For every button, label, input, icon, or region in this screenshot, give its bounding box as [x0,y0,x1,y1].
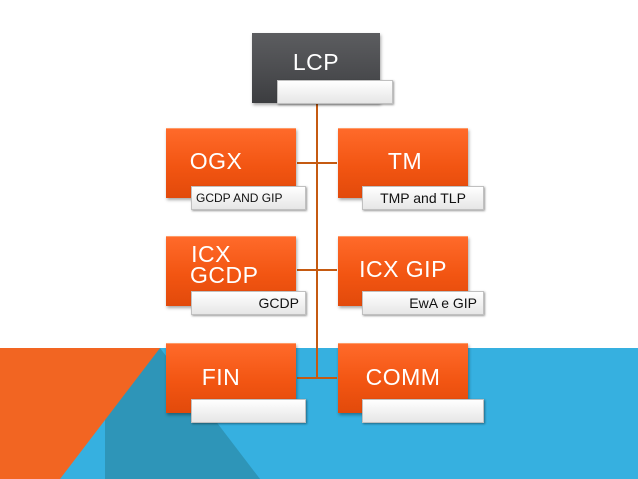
node-icx-gip-title: ICX GIP [359,256,447,282]
node-lcp-title: LCP [292,49,340,75]
node-fin-title: FIN [201,364,241,390]
node-tm-title: TM [387,148,423,174]
node-fin-subtitle-box [191,399,306,423]
node-comm-subtitle-box [362,399,484,423]
node-lcp-subtitle-box [277,80,393,104]
node-icx-gip-subtitle: EwA e GIP [362,291,484,315]
node-icx-gcdp-subtitle: GCDP [191,291,306,315]
node-icx-gcdp-title-line2: GCDP [190,262,259,288]
node-ogx-title: OGX [189,148,243,174]
background-orange-shape [0,348,160,479]
node-ogx-subtitle: GCDP AND GIP [191,186,306,210]
background-teal-shape [105,348,260,479]
node-tm-subtitle: TMP and TLP [362,186,484,210]
node-comm-title: COMM [365,364,441,390]
node-icx-gcdp-title-line1: ICX [191,241,231,267]
